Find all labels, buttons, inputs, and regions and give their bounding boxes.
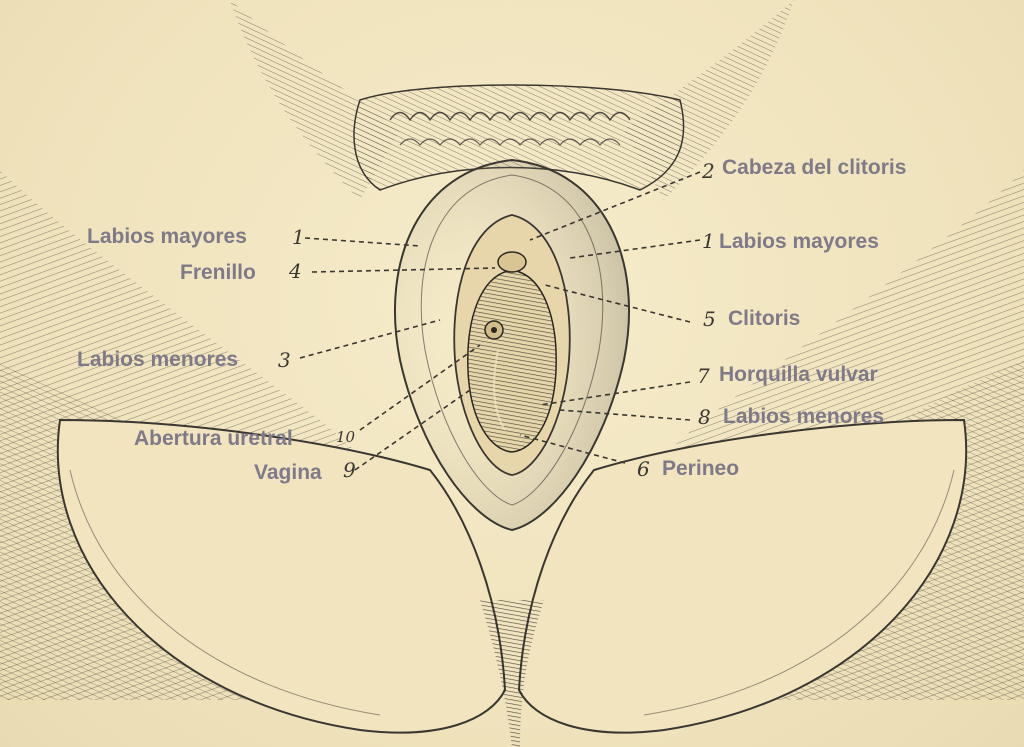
label-labios-mayores-right: Labios mayores xyxy=(719,230,879,253)
number-3: 3 xyxy=(278,348,291,372)
label-cabeza-del-clitoris: Cabeza del clitoris xyxy=(722,156,907,179)
label-vagina: Vagina xyxy=(254,461,322,484)
leader-5 xyxy=(544,284,691,323)
label-labios-menores-left: Labios menores xyxy=(77,348,239,371)
number-4: 4 xyxy=(289,259,302,283)
buttocks xyxy=(56,418,968,747)
number-2: 2 xyxy=(702,159,715,183)
number-10: 10 xyxy=(336,428,356,446)
leader-10 xyxy=(359,344,481,431)
label-labios-mayores-left: Labios mayores xyxy=(87,225,247,248)
label-horquilla-vulvar: Horquilla vulvar xyxy=(719,363,878,386)
leader-8 xyxy=(559,409,691,421)
number-8: 8 xyxy=(698,405,711,429)
label-abertura-uretral: Abertura uretral xyxy=(134,427,293,450)
labia-minora xyxy=(453,214,571,476)
number-9: 9 xyxy=(343,458,356,482)
leader-6 xyxy=(519,434,626,464)
number-6: 6 xyxy=(637,457,650,481)
number-5: 5 xyxy=(703,307,716,331)
leader-1-left xyxy=(304,237,421,247)
number-7: 7 xyxy=(697,364,710,388)
leader-lines xyxy=(299,171,701,471)
leader-1-right xyxy=(569,239,701,259)
label-labios-menores-right: Labios menores xyxy=(723,405,885,428)
leader-4 xyxy=(311,267,496,273)
number-1-right: 1 xyxy=(702,229,715,253)
leader-2 xyxy=(529,171,701,241)
pubic-area xyxy=(353,84,685,191)
label-perineo: Perineo xyxy=(662,457,740,480)
leader-7 xyxy=(539,381,691,406)
label-frenillo: Frenillo xyxy=(180,261,256,284)
number-1-left: 1 xyxy=(292,225,305,249)
leader-3 xyxy=(299,319,441,359)
label-clitoris: Clitoris xyxy=(728,307,801,330)
